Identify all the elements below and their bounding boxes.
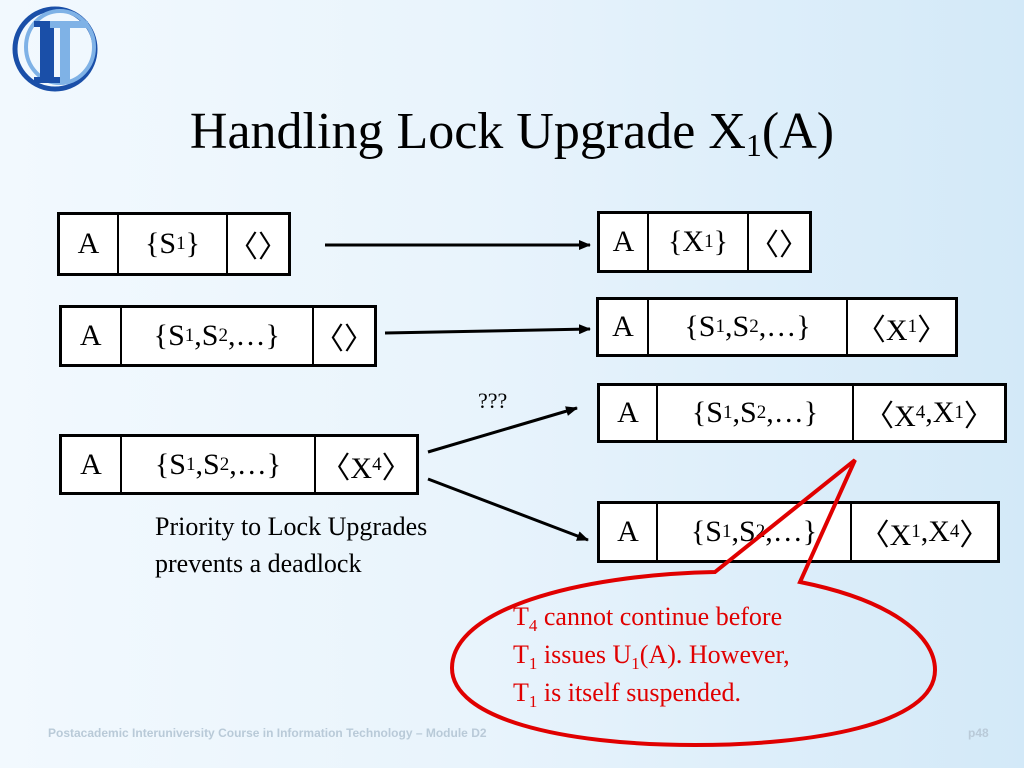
question-label: ???	[478, 388, 508, 413]
arrow-row2	[384, 324, 591, 335]
speech-bubble	[449, 458, 938, 748]
course-logo	[12, 6, 98, 92]
slide-title: Handling Lock Upgrade X1(A)	[189, 103, 835, 163]
arrow-row3-down	[427, 477, 589, 542]
priority-note: Priority to Lock Upgrades prevents a dea…	[155, 512, 428, 578]
footer-course: Postacademic Interuniversity Course in I…	[48, 726, 487, 740]
arrow-row3-up	[427, 406, 578, 454]
deadlock-callout: T4 cannot continue before T1 issues U1(A…	[513, 602, 790, 711]
page-number: p48	[968, 726, 989, 740]
